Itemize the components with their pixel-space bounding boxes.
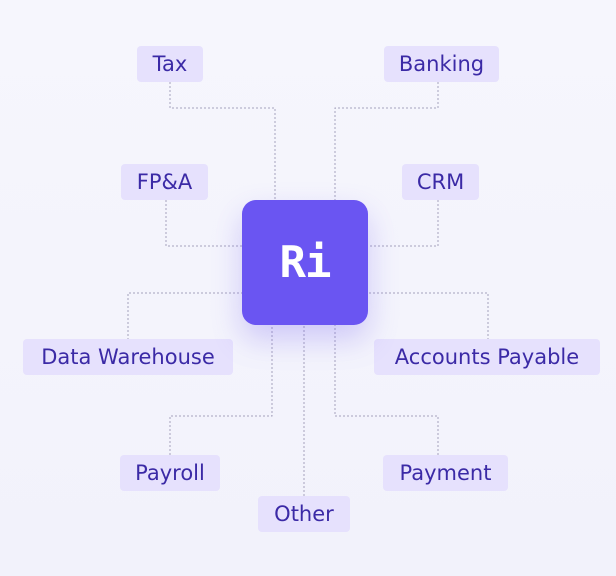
node-payroll-label: Payroll [135,461,205,485]
node-fpa-label: FP&A [136,170,193,194]
node-crm-label: CRM [416,170,465,194]
node-payroll: Payroll [120,455,220,491]
node-data-warehouse: Data Warehouse [23,339,233,375]
connector-banking [334,82,439,200]
node-data-warehouse-label: Data Warehouse [41,345,215,369]
hub-logo: Ri [242,200,368,325]
node-other: Other [258,496,350,532]
node-tax-label: Tax [152,52,188,76]
connector-payroll [169,325,273,455]
node-accounts-payable-label: Accounts Payable [394,345,580,369]
node-banking: Banking [384,46,499,82]
node-tax: Tax [137,46,203,82]
node-banking-label: Banking [398,52,485,76]
connector-fpa [165,200,242,247]
node-other-label: Other [274,502,334,526]
node-payment: Payment [383,455,508,491]
node-fpa: FP&A [121,164,208,200]
connector-tax [169,82,276,200]
connector-data-warehouse [127,292,242,340]
connector-accounts-payable [368,292,489,340]
node-crm: CRM [402,164,479,200]
hub-logo-label: Ri [279,237,332,288]
node-accounts-payable: Accounts Payable [374,339,600,375]
connector-crm [368,200,439,247]
node-payment-label: Payment [399,461,492,485]
